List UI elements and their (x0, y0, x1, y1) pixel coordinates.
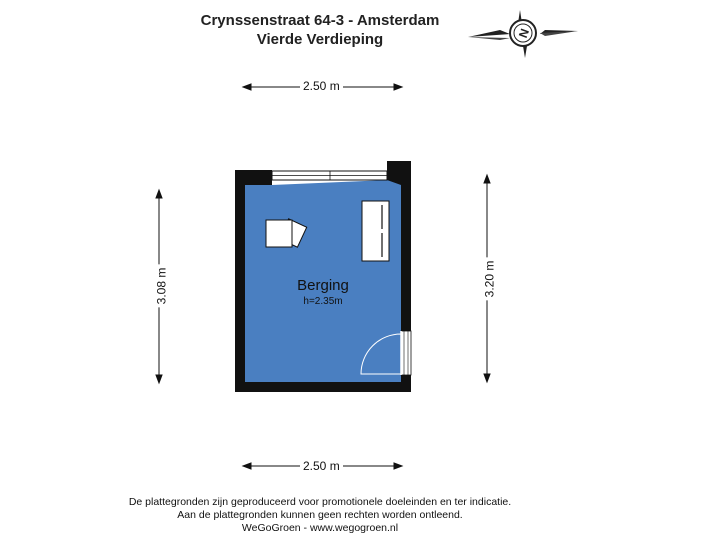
dimension-label-left: 3.08 m (154, 264, 169, 308)
north-arrow-icon: N (468, 10, 578, 58)
chair-icon (265, 218, 308, 248)
dimension-label-right: 3.20 m (482, 257, 497, 301)
footer-disclaimer-1: De plattegronden zijn geproduceerd voor … (128, 496, 512, 508)
window-top (271, 170, 388, 181)
title-address: Crynssenstraat 64-3 - Amsterdam (200, 12, 440, 29)
door-right (360, 330, 412, 376)
room-name: Berging (297, 277, 349, 294)
cabinet-icon (361, 200, 390, 262)
dimension-label-top: 2.50 m (300, 79, 343, 93)
dimension-label-bottom: 2.50 m (300, 459, 343, 473)
room-height: h=2.35m (303, 296, 342, 307)
walls (235, 161, 411, 392)
footer-credit: WeGoGroen - www.wegogroen.nl (241, 522, 399, 534)
title-floor: Vierde Verdieping (256, 31, 384, 48)
footer-disclaimer-2: Aan de plattegronden kunnen geen rechten… (177, 509, 463, 521)
